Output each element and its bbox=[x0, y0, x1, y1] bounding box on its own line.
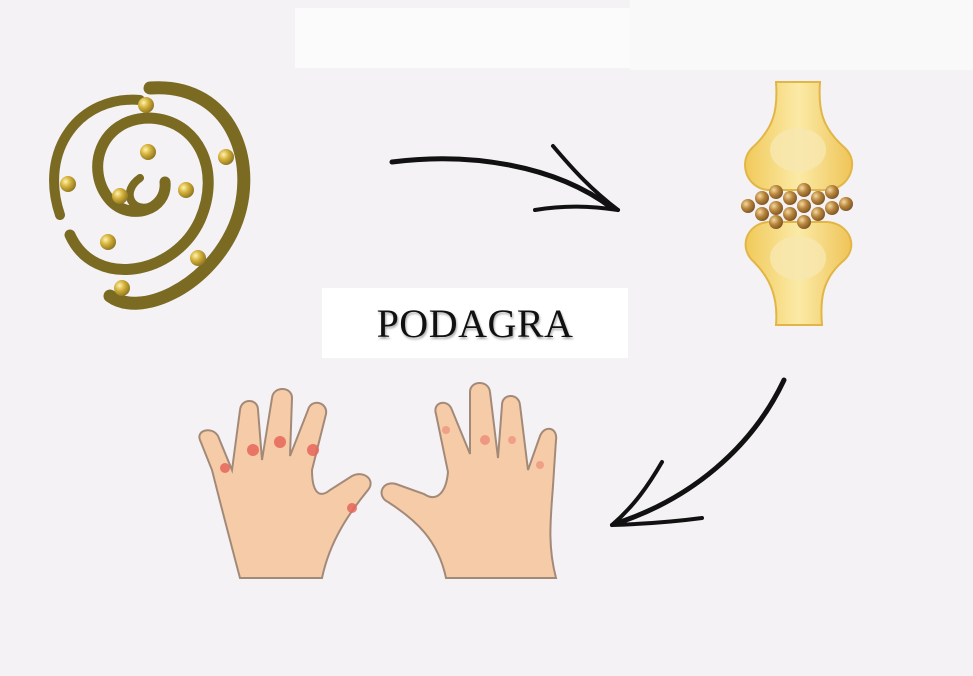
podagra-label: PODAGRA bbox=[377, 300, 574, 347]
inflamed-hands-icon bbox=[199, 383, 556, 578]
arrow-to-joint bbox=[392, 146, 618, 210]
joint-crystals-icon bbox=[741, 82, 853, 325]
arrow-to-hands bbox=[612, 380, 784, 525]
uric-acid-spiral-icon bbox=[54, 88, 244, 304]
podagra-label-box: PODAGRA bbox=[322, 288, 628, 358]
